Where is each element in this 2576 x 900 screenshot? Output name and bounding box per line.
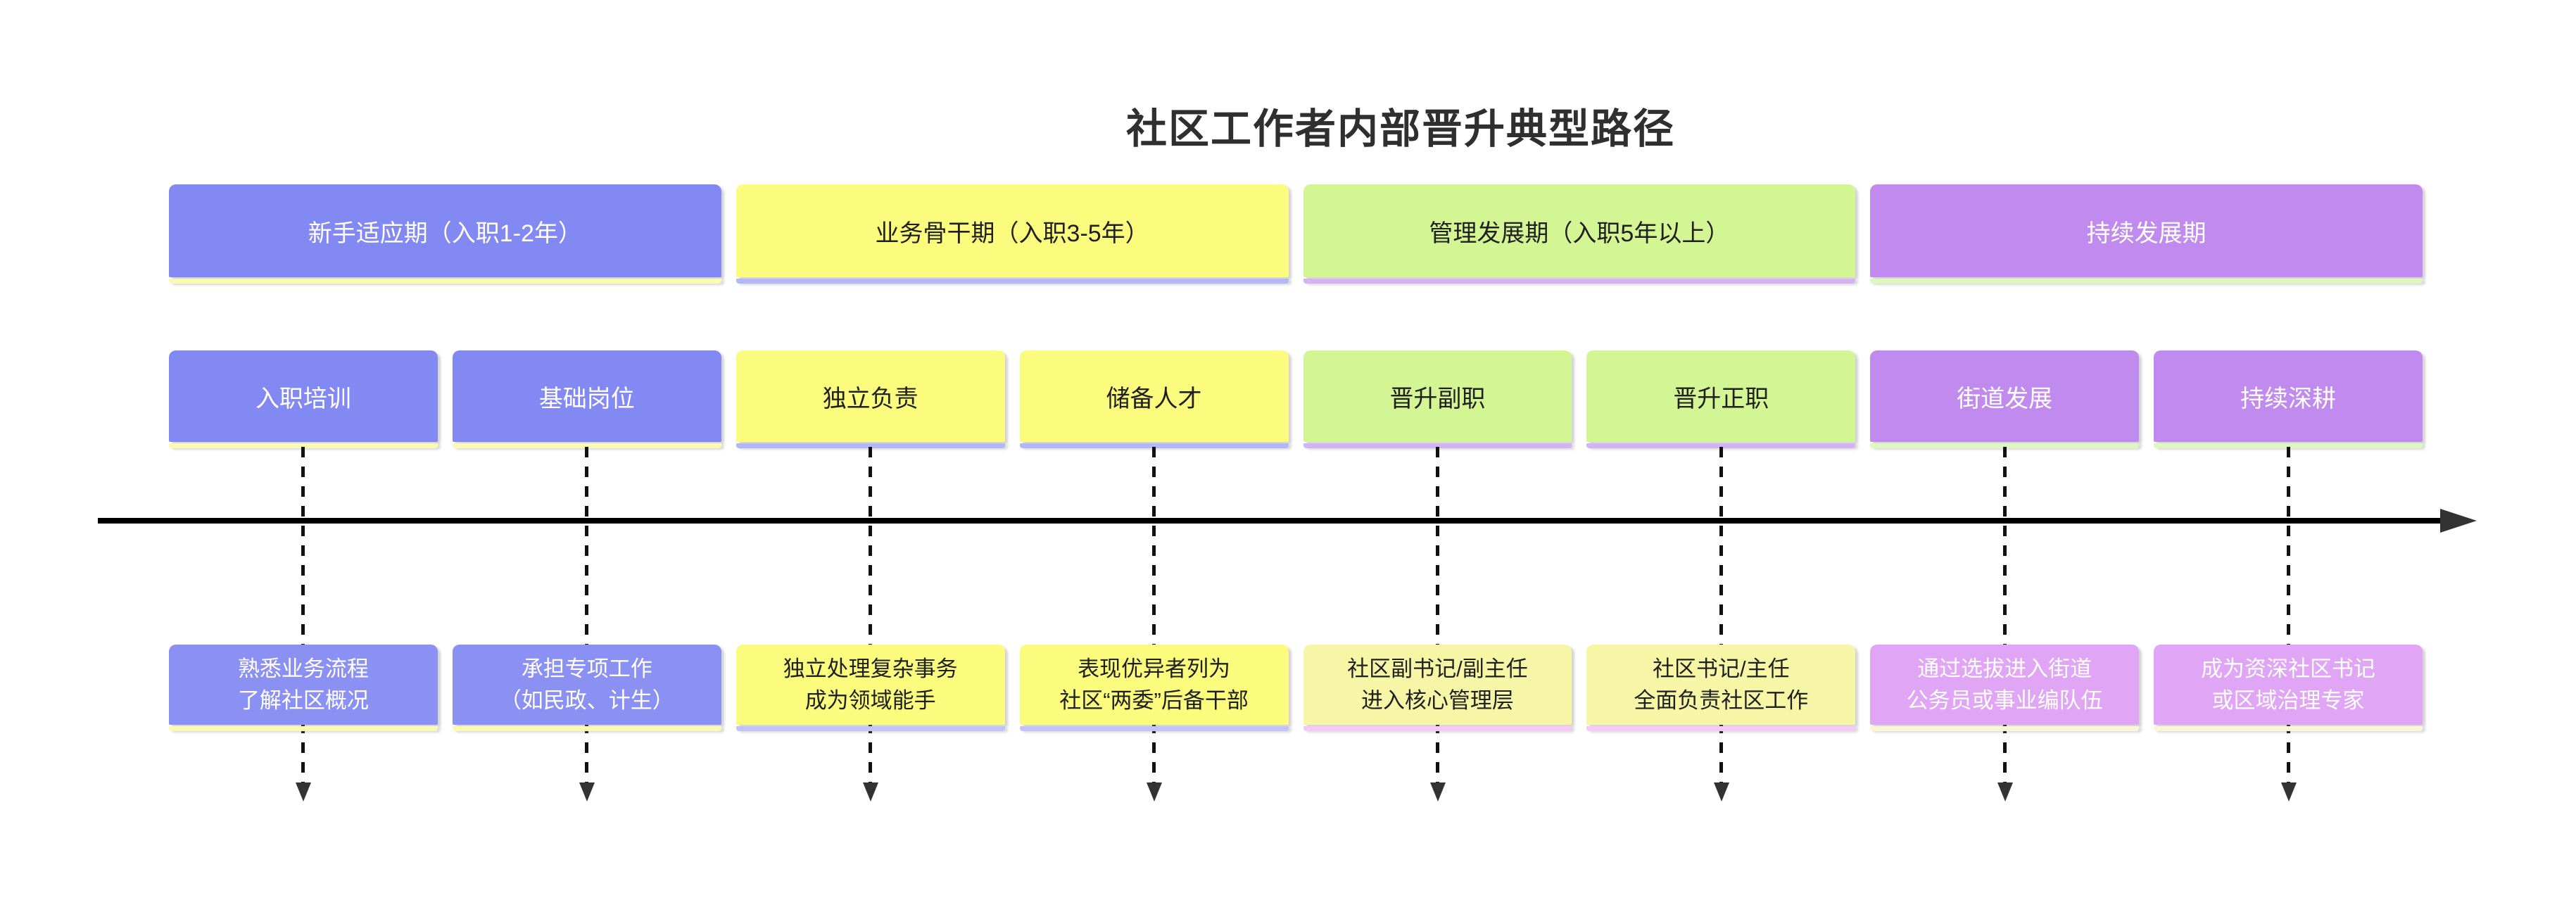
stage-box: 晋升正职 — [1586, 350, 1856, 442]
description-row: 熟悉业务流程 了解社区概况 承担专项工作 （如民政、计生） 独立处理复杂事务 成… — [169, 645, 2423, 731]
stage: 晋升正职 — [1586, 350, 1856, 448]
description-strip — [735, 726, 1005, 731]
phase-header: 管理发展期（入职5年以上） — [1303, 184, 1856, 284]
stage-description-box: 承担专项工作 （如民政、计生） — [452, 645, 721, 725]
description-line: 社区书记/主任 — [1653, 657, 1790, 681]
down-arrow-icon — [1430, 782, 1446, 801]
stage-strip — [452, 443, 721, 448]
description-line: 社区副书记/副主任 — [1347, 657, 1528, 681]
description-line: 成为领域能手 — [804, 688, 936, 713]
stage-box: 持续深耕 — [2154, 350, 2423, 442]
connector-line — [2287, 447, 2290, 782]
stage-description-box: 熟悉业务流程 了解社区概况 — [169, 645, 438, 725]
stage-description: 通过选拔进入街道 公务员或事业编队伍 — [1870, 645, 2140, 731]
connector-line — [1152, 447, 1156, 782]
connector-line — [1719, 447, 1723, 782]
stage-description: 成为资深社区书记 或区域治理专家 — [2154, 645, 2423, 731]
phase-header-box: 业务骨干期（入职3-5年） — [735, 184, 1289, 277]
down-arrow-icon — [579, 782, 595, 801]
description-line: 社区“两委”后备干部 — [1059, 688, 1249, 713]
down-arrow-icon — [296, 782, 311, 801]
stage-box: 独立负责 — [735, 350, 1005, 442]
connector-line — [1436, 447, 1439, 782]
stage-description: 承担专项工作 （如民政、计生） — [452, 645, 721, 731]
stage-row: 入职培训 基础岗位 独立负责 储备人才 晋升副职 晋升正职 街道发展 持续深耕 — [169, 350, 2423, 448]
down-arrow-icon — [1714, 782, 1729, 801]
connector-line — [585, 447, 588, 782]
connector-line — [301, 447, 305, 782]
stage-box: 储备人才 — [1019, 350, 1289, 442]
connector-line — [2003, 447, 2007, 782]
stage-description: 表现优异者列为 社区“两委”后备干部 — [1019, 645, 1289, 731]
down-arrow-icon — [2281, 782, 2297, 801]
stage-description-box: 表现优异者列为 社区“两委”后备干部 — [1019, 645, 1289, 725]
phase-header: 持续发展期 — [1870, 184, 2423, 284]
description-line: 全面负责社区工作 — [1634, 688, 1809, 713]
timeline-arrow-icon — [2440, 509, 2477, 533]
stage-box: 晋升副职 — [1303, 350, 1572, 442]
stage: 晋升副职 — [1303, 350, 1572, 448]
stage-description-box: 社区书记/主任 全面负责社区工作 — [1586, 645, 1856, 725]
description-line: 承担专项工作 — [521, 657, 652, 681]
description-line: 公务员或事业编队伍 — [1906, 688, 2103, 713]
description-line: 熟悉业务流程 — [237, 657, 369, 681]
stage-strip — [1870, 443, 2140, 448]
phase-header-strip — [1303, 279, 1856, 284]
phase-header-strip — [735, 279, 1289, 284]
stage: 入职培训 — [169, 350, 438, 448]
description-line: 或区域治理专家 — [2211, 688, 2365, 713]
description-line: 进入核心管理层 — [1360, 688, 1514, 713]
description-strip — [452, 726, 721, 731]
stage-strip — [1019, 443, 1289, 448]
phase-header: 业务骨干期（入职3-5年） — [735, 184, 1289, 284]
page-title: 社区工作者内部晋升典型路径 — [1125, 106, 1675, 152]
stage-description: 社区书记/主任 全面负责社区工作 — [1586, 645, 1856, 731]
stage-strip — [169, 443, 438, 448]
description-line: 通过选拔进入街道 — [1917, 657, 2092, 681]
description-line: 独立处理复杂事务 — [783, 657, 958, 681]
stage-description: 社区副书记/副主任 进入核心管理层 — [1303, 645, 1572, 731]
stage-strip — [1303, 443, 1572, 448]
phase-header-box: 新手适应期（入职1-2年） — [169, 184, 721, 277]
description-strip — [1870, 726, 2140, 731]
description-line: （如民政、计生） — [499, 688, 674, 713]
phase-header-strip — [1870, 279, 2423, 284]
stage: 储备人才 — [1019, 350, 1289, 448]
stage: 基础岗位 — [452, 350, 721, 448]
stage-strip — [1586, 443, 1856, 448]
phase-header: 新手适应期（入职1-2年） — [169, 184, 721, 284]
stage-description-box: 社区副书记/副主任 进入核心管理层 — [1303, 645, 1572, 725]
description-strip — [1303, 726, 1572, 731]
phase-header-box: 持续发展期 — [1870, 184, 2423, 277]
stage-box: 基础岗位 — [452, 350, 721, 442]
description-line: 成为资深社区书记 — [2201, 657, 2376, 681]
stage-strip — [2154, 443, 2423, 448]
stage-description-box: 成为资深社区书记 或区域治理专家 — [2154, 645, 2423, 725]
description-line: 表现优异者列为 — [1078, 657, 1231, 681]
description-strip — [1019, 726, 1289, 731]
down-arrow-icon — [863, 782, 878, 801]
down-arrow-icon — [1147, 782, 1162, 801]
stage-strip — [735, 443, 1005, 448]
phase-header-row: 新手适应期（入职1-2年） 业务骨干期（入职3-5年） 管理发展期（入职5年以上… — [169, 184, 2423, 284]
stage-box: 街道发展 — [1870, 350, 2140, 442]
phase-header-box: 管理发展期（入职5年以上） — [1303, 184, 1856, 277]
phase-header-strip — [169, 279, 721, 284]
description-strip — [169, 726, 438, 731]
down-arrow-icon — [1997, 782, 2013, 801]
stage-description: 独立处理复杂事务 成为领域能手 — [735, 645, 1005, 731]
description-strip — [1586, 726, 1856, 731]
stage-description: 熟悉业务流程 了解社区概况 — [169, 645, 438, 731]
connector-line — [869, 447, 872, 782]
timeline-axis — [98, 518, 2442, 524]
stage-description-box: 独立处理复杂事务 成为领域能手 — [735, 645, 1005, 725]
description-strip — [2154, 726, 2423, 731]
description-line: 了解社区概况 — [237, 688, 369, 713]
stage-description-box: 通过选拔进入街道 公务员或事业编队伍 — [1870, 645, 2140, 725]
stage: 持续深耕 — [2154, 350, 2423, 448]
stage-box: 入职培训 — [169, 350, 438, 442]
stage: 街道发展 — [1870, 350, 2140, 448]
stage: 独立负责 — [735, 350, 1005, 448]
